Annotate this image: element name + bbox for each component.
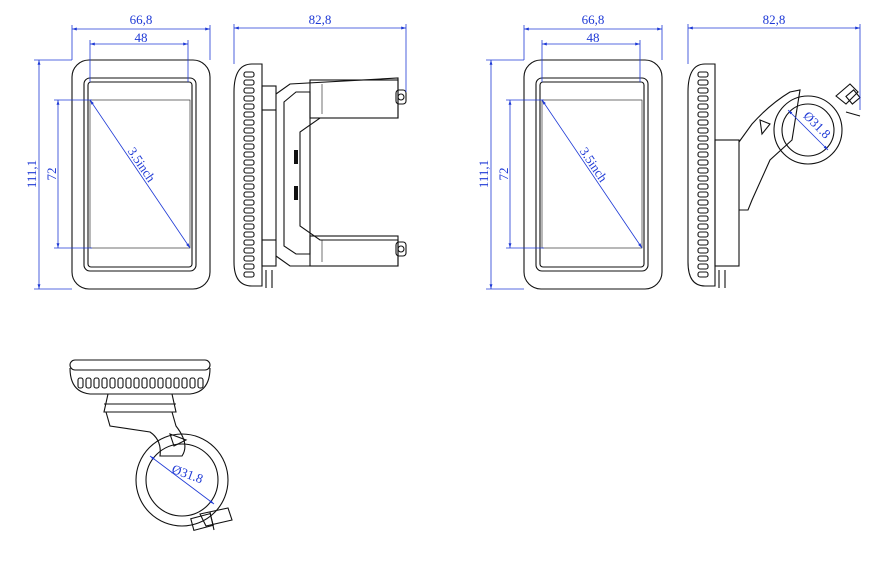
front-view-left-dimensions: 66,8 48 111,1 72 3.5inch: [24, 12, 211, 290]
grip-rib: [243, 167, 255, 174]
grip-rib: [697, 143, 709, 150]
grip-rib: [697, 135, 709, 142]
screen-width-label: 48: [135, 30, 148, 45]
grip-rib: [243, 215, 255, 222]
diagonal-label-2: 3.5inch: [577, 144, 611, 185]
grip-rib: [697, 191, 709, 198]
grip-rib: [243, 79, 255, 86]
grip-rib: [133, 377, 140, 389]
grip-rib: [243, 191, 255, 198]
grip-rib: [243, 183, 255, 190]
grip-rib: [243, 159, 255, 166]
grip-rib: [697, 239, 709, 246]
side-view-straight-bracket: [233, 63, 407, 288]
diagonal-label: 3.5inch: [125, 144, 159, 185]
depth-label-straight: 82,8: [309, 12, 332, 27]
screen-width-label-2: 48: [587, 30, 600, 45]
grip-rib: [243, 111, 255, 118]
grip-rib: [243, 231, 255, 238]
overall-height-label: 111,1: [24, 160, 39, 188]
grip-rib: [243, 143, 255, 150]
grip-rib: [243, 103, 255, 110]
grip-rib: [697, 103, 709, 110]
depth-label-clamp: 82,8: [763, 12, 786, 27]
grip-rib: [697, 231, 709, 238]
grip-rib: [697, 87, 709, 94]
grip-rib: [697, 199, 709, 206]
grip-rib: [697, 79, 709, 86]
grip-rib: [697, 95, 709, 102]
grip-rib: [243, 199, 255, 206]
grip-rib: [697, 247, 709, 254]
grip-rib: [243, 175, 255, 182]
overall-width-label: 66,8: [130, 12, 153, 27]
grip-rib: [173, 377, 180, 389]
side-view-straight-dimensions: 82,8: [233, 12, 407, 92]
grip-rib: [697, 263, 709, 270]
top-view-clamp-dimensions: Ø31.8: [149, 455, 215, 505]
grip-rib: [141, 377, 148, 389]
grip-rib: [181, 377, 188, 389]
overall-height-label-2: 111,1: [476, 160, 491, 188]
grip-rib: [243, 95, 255, 102]
overall-width-label-2: 66,8: [582, 12, 605, 27]
grip-rib: [109, 377, 116, 389]
grip-rib: [697, 215, 709, 222]
grip-rib: [243, 127, 255, 134]
grip-rib: [117, 377, 124, 389]
grip-rib: [697, 71, 709, 78]
grip-rib: [243, 119, 255, 126]
grip-rib: [697, 159, 709, 166]
grip-rib: [243, 239, 255, 246]
screen-height-label: 72: [44, 168, 59, 181]
top-grip-ribs: [77, 377, 204, 389]
side-grip-ribs-2: [697, 71, 709, 278]
grip-rib: [697, 151, 709, 158]
side-view-clamp-bracket: [687, 63, 861, 288]
grip-rib: [697, 111, 709, 118]
front-view-right-dimensions: 66,8 48 111,1 72 3.5inch: [476, 12, 663, 290]
grip-rib: [243, 87, 255, 94]
grip-rib: [85, 377, 92, 389]
clamp-diameter-label: Ø31.8: [801, 108, 834, 141]
grip-rib: [157, 377, 164, 389]
front-view-left: [71, 59, 211, 290]
top-view-clamp: [69, 359, 233, 532]
grip-rib: [149, 377, 156, 389]
grip-rib: [697, 175, 709, 182]
grip-rib: [697, 207, 709, 214]
grip-rib: [197, 377, 204, 389]
grip-rib: [243, 151, 255, 158]
side-grip-ribs: [243, 71, 255, 278]
grip-rib: [697, 127, 709, 134]
screen-height-label-2: 72: [496, 168, 511, 181]
grip-rib: [697, 119, 709, 126]
grip-rib: [243, 207, 255, 214]
grip-rib: [93, 377, 100, 389]
grip-rib: [101, 377, 108, 389]
grip-rib: [697, 255, 709, 262]
grip-rib: [243, 263, 255, 270]
grip-rib: [77, 377, 84, 389]
grip-rib: [125, 377, 132, 389]
grip-rib: [697, 271, 709, 278]
grip-rib: [243, 271, 255, 278]
clamp-diameter-label-2: Ø31.8: [170, 461, 205, 486]
grip-rib: [165, 377, 172, 389]
grip-rib: [243, 135, 255, 142]
grip-rib: [243, 71, 255, 78]
grip-rib: [697, 183, 709, 190]
grip-rib: [697, 223, 709, 230]
grip-rib: [697, 167, 709, 174]
grip-rib: [189, 377, 196, 389]
grip-rib: [243, 247, 255, 254]
grip-rib: [243, 223, 255, 230]
grip-rib: [243, 255, 255, 262]
